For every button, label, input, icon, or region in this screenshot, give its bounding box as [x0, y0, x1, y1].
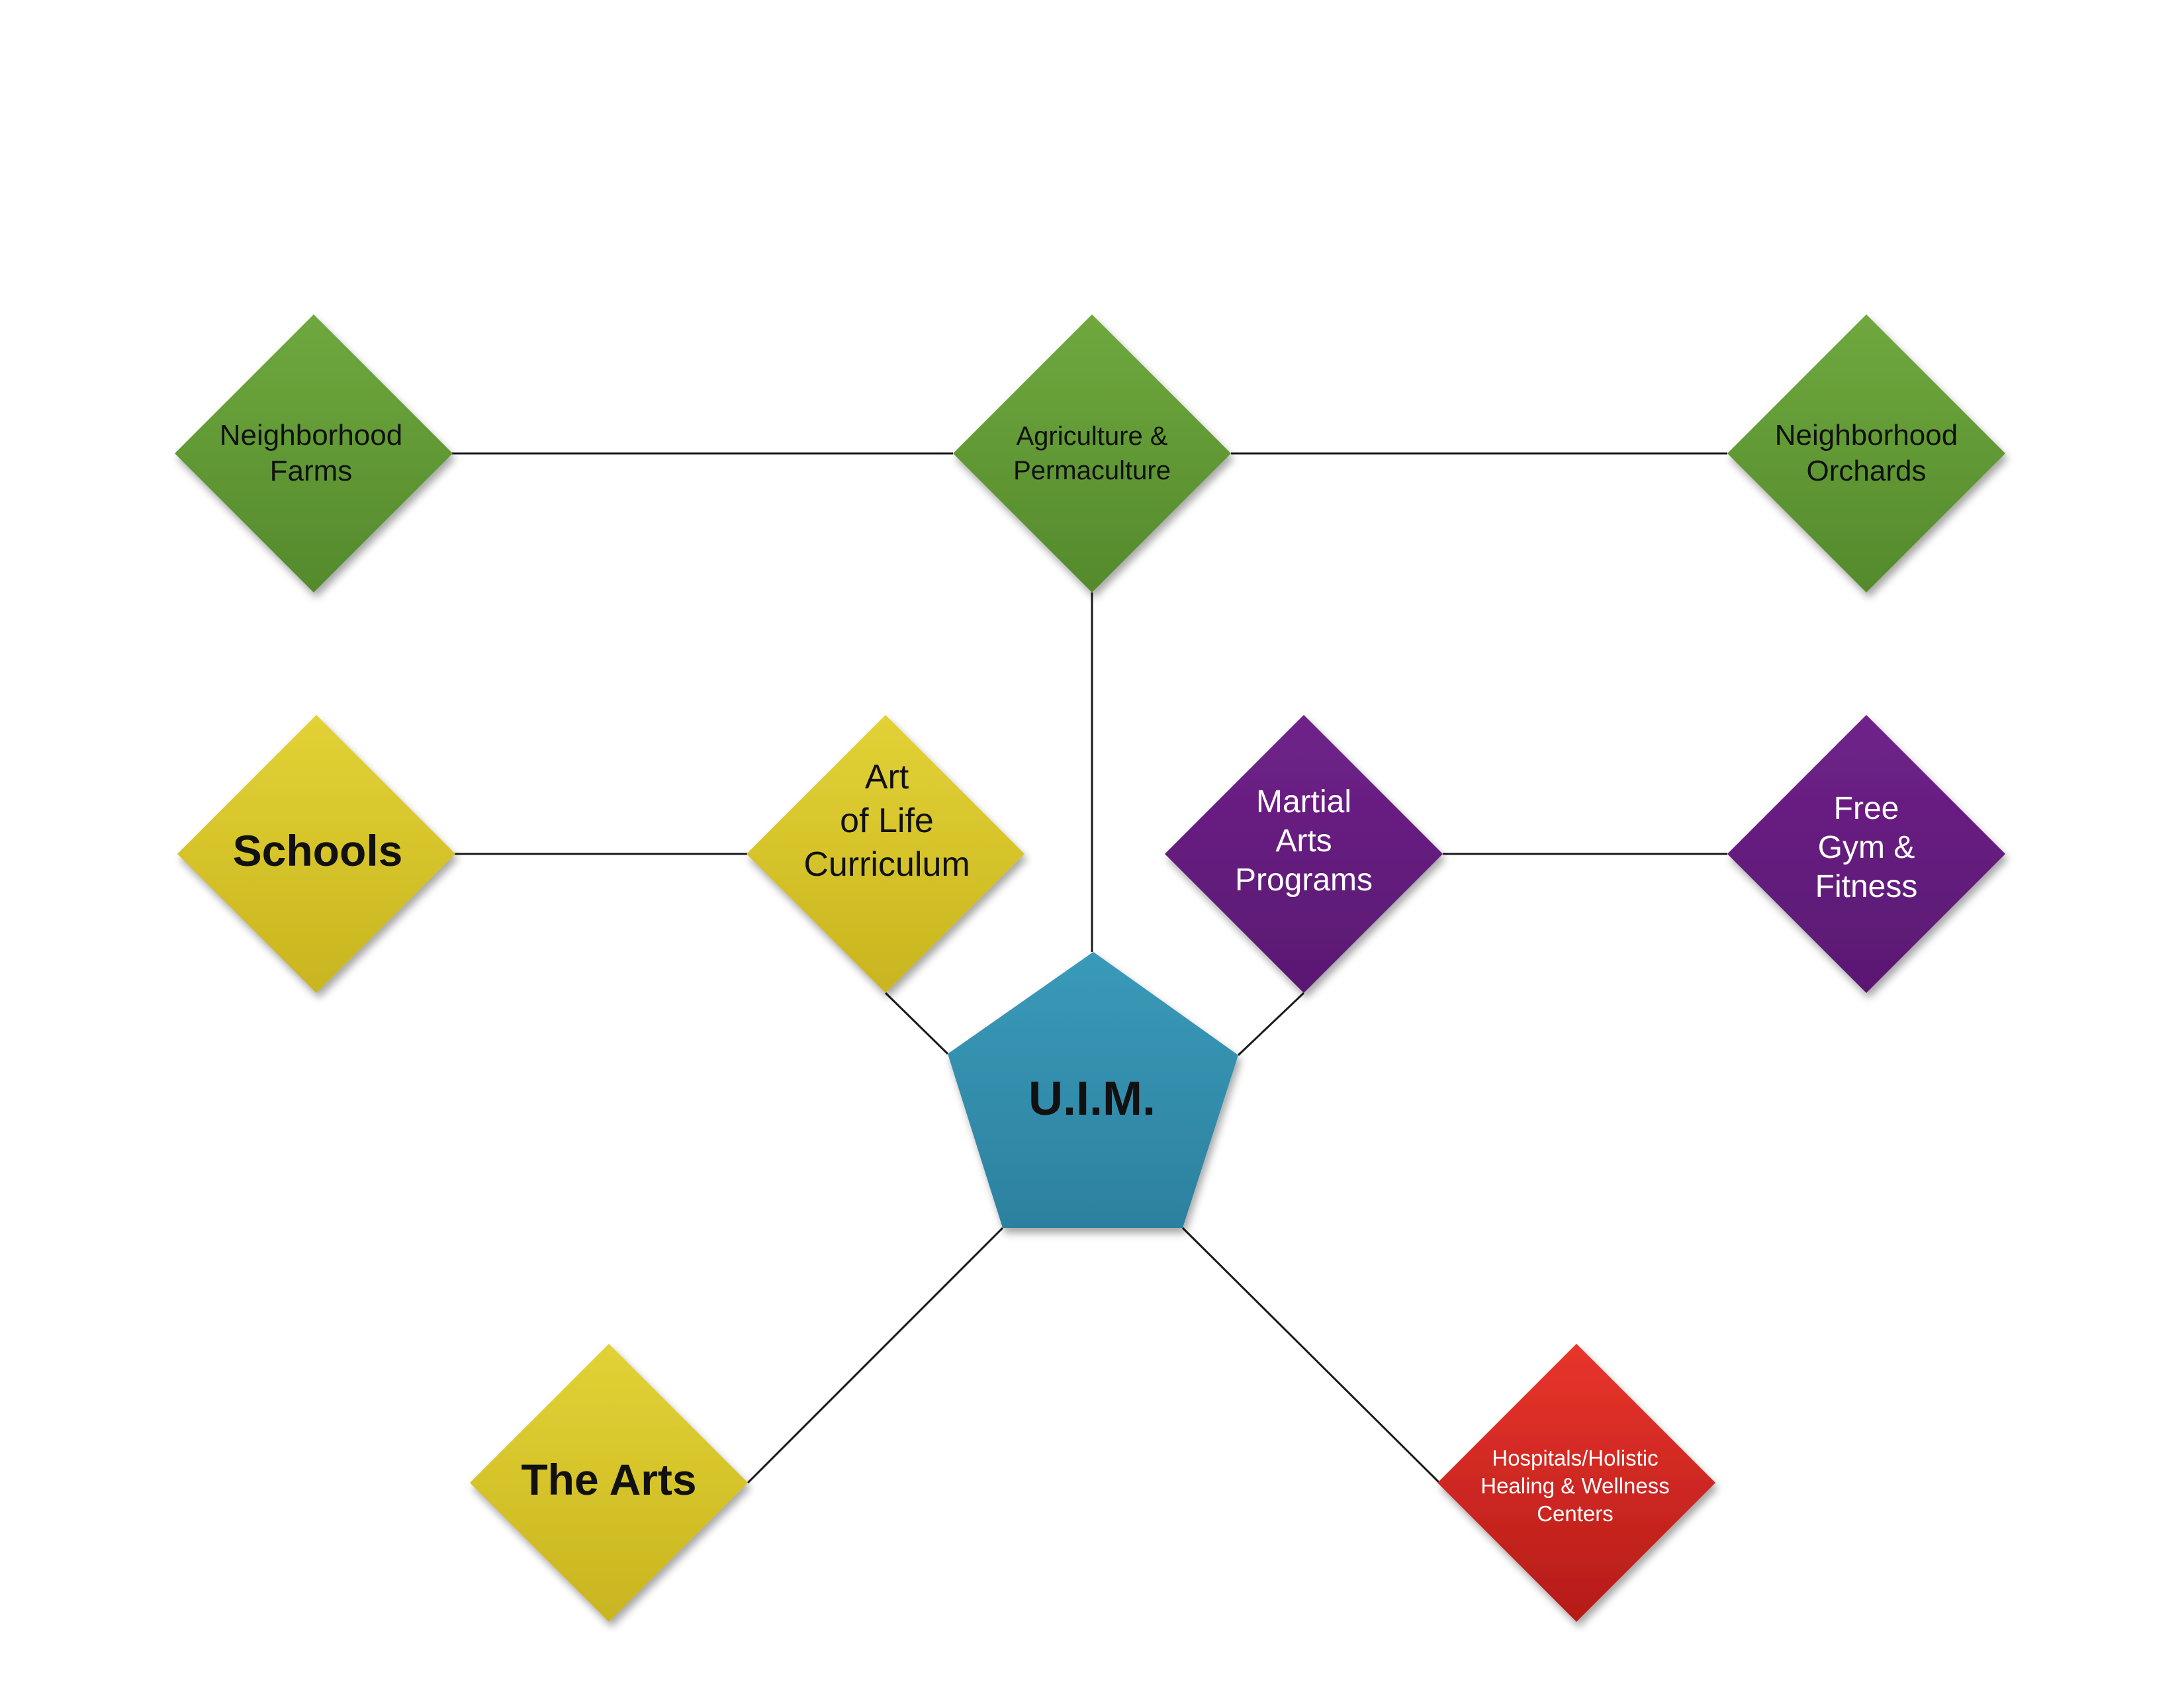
- label-the-arts: The Arts: [521, 1455, 697, 1504]
- connector-uim-hospitals: [1181, 1227, 1441, 1484]
- node-art-of-life-curriculum[interactable]: [747, 715, 1024, 993]
- node-neighborhood-farms[interactable]: [175, 314, 453, 592]
- connector-martialarts-uim: [1237, 992, 1305, 1056]
- label-free-gym-fitness: Free Gym & Fitness: [1815, 790, 1918, 904]
- node-agriculture-permaculture[interactable]: [953, 314, 1231, 592]
- node-schools[interactable]: [177, 715, 455, 993]
- connector-artoflife-uim: [884, 992, 949, 1055]
- label-neighborhood-orchards: Neighborhood Orchards: [1774, 419, 1958, 487]
- label-martial-arts-programs: Martial Arts Programs: [1234, 784, 1373, 898]
- connectors: [450, 452, 1727, 1484]
- label-art-of-life-curriculum: Art of Life Curriculum: [803, 758, 970, 884]
- node-martial-arts-programs[interactable]: [1165, 715, 1443, 993]
- node-uim[interactable]: [948, 952, 1238, 1228]
- nodes: [175, 314, 2005, 1622]
- node-the-arts[interactable]: [470, 1344, 748, 1622]
- node-free-gym-fitness[interactable]: [1727, 715, 2005, 993]
- label-hospitals-holistic-healing: Hospitals/Holistic Healing & Wellness Ce…: [1480, 1446, 1670, 1526]
- node-hospitals-holistic-healing[interactable]: [1437, 1344, 1715, 1622]
- label-uim: U.I.M.: [1028, 1072, 1156, 1125]
- label-agriculture-permaculture: Agriculture & Permaculture: [1013, 422, 1171, 485]
- connector-uim-thearts: [747, 1227, 1004, 1484]
- label-schools: Schools: [232, 826, 403, 875]
- node-neighborhood-orchards[interactable]: [1727, 314, 2005, 592]
- label-neighborhood-farms: Neighborhood Farms: [219, 419, 403, 487]
